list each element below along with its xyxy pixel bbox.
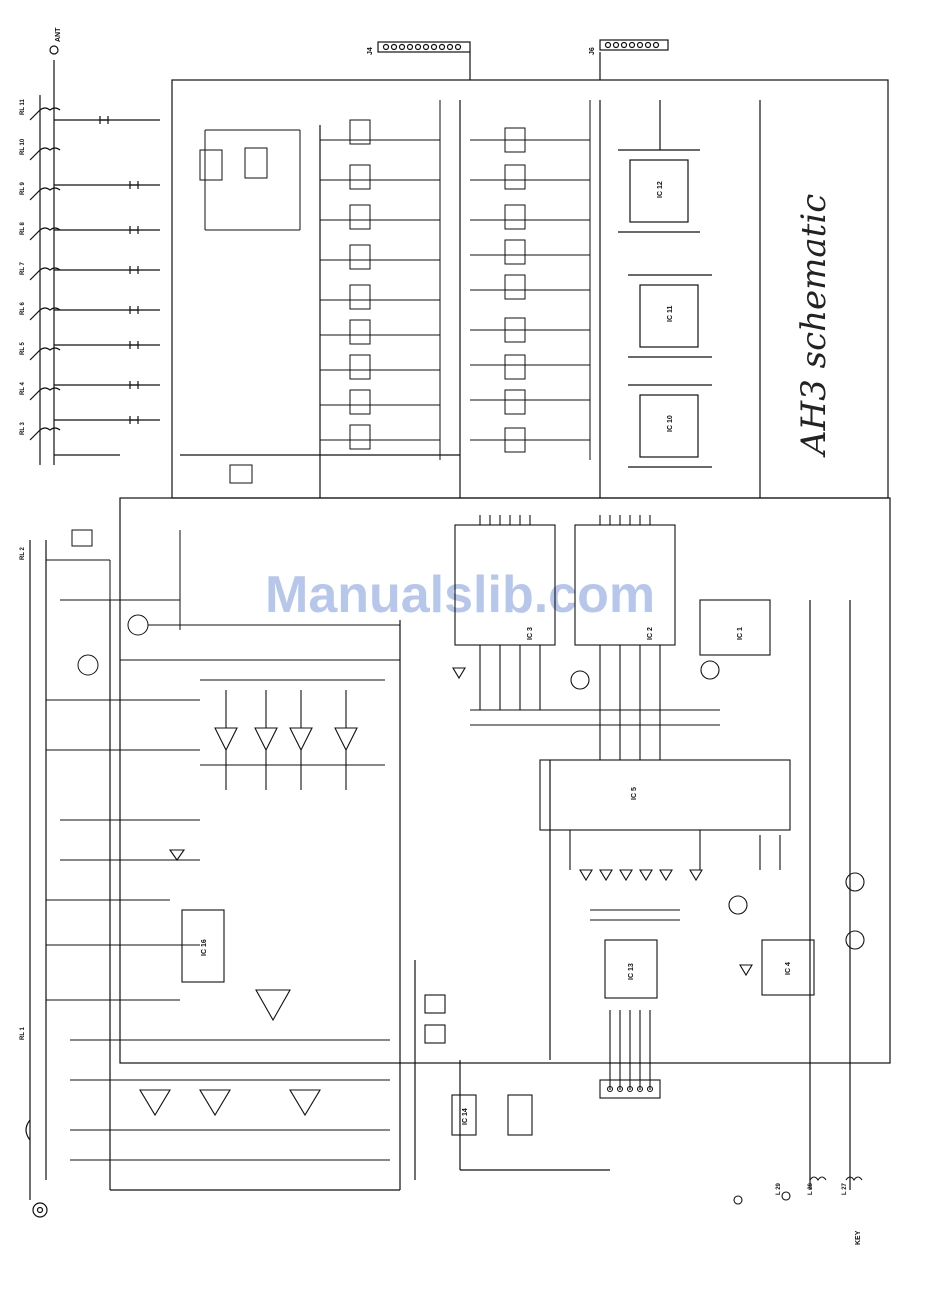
antenna-terminal-icon bbox=[50, 46, 58, 54]
ic5-label: IC 5 bbox=[631, 787, 638, 800]
ic-block-upper-right bbox=[618, 100, 712, 467]
watermark: Manualslib.com bbox=[265, 566, 655, 624]
relay-label: RL 10 bbox=[20, 138, 26, 155]
relay-label: RL 5 bbox=[20, 341, 26, 355]
ic14-label: IC 14 bbox=[462, 1108, 469, 1125]
ic4-label: IC 4 bbox=[785, 962, 792, 975]
relay-label: RL 8 bbox=[20, 221, 26, 235]
ic12-label: IC 12 bbox=[657, 181, 664, 198]
relay-label: RL 2 bbox=[20, 546, 26, 560]
connector-j6 bbox=[600, 40, 668, 50]
relay-label: RL 7 bbox=[20, 261, 26, 275]
relay-driver-column-right bbox=[470, 100, 590, 460]
lower-left-ics bbox=[70, 910, 390, 1160]
band-l29: L 29 bbox=[776, 1182, 782, 1195]
frame-lines bbox=[30, 52, 890, 1200]
band-l27: L 27 bbox=[842, 1182, 848, 1195]
ic2-label: IC 2 bbox=[647, 627, 654, 640]
ic3-label: IC 3 bbox=[527, 627, 534, 640]
connector-j4 bbox=[378, 42, 470, 52]
relay-label: RL 1 bbox=[20, 1026, 26, 1040]
coax-input bbox=[26, 1120, 47, 1217]
ic1-label: IC 1 bbox=[737, 627, 744, 640]
ic16-label: IC 16 bbox=[201, 939, 208, 956]
connector-j6-label: J6 bbox=[589, 47, 596, 55]
relay-ladder bbox=[30, 95, 160, 465]
key-label: KEY bbox=[855, 1230, 862, 1245]
ic10-label: IC 10 bbox=[667, 415, 674, 432]
ic11-label: IC 11 bbox=[667, 306, 674, 322]
ic13-label: IC 13 bbox=[628, 963, 635, 980]
relay-label: RL 4 bbox=[20, 381, 26, 395]
relay-label: RL 3 bbox=[20, 421, 26, 435]
opamp-row bbox=[170, 680, 385, 860]
relay-label: RL 6 bbox=[20, 301, 26, 315]
band-l28: L 28 bbox=[808, 1182, 814, 1195]
relay-label: RL 11 bbox=[20, 98, 26, 115]
connector-j4-label: J4 bbox=[367, 47, 374, 55]
relay-label: RL 9 bbox=[20, 181, 26, 195]
schematic-note: AH3 schematic bbox=[794, 194, 834, 458]
bottom-connector-row bbox=[600, 1080, 862, 1204]
antenna-label: ANT bbox=[55, 27, 62, 42]
